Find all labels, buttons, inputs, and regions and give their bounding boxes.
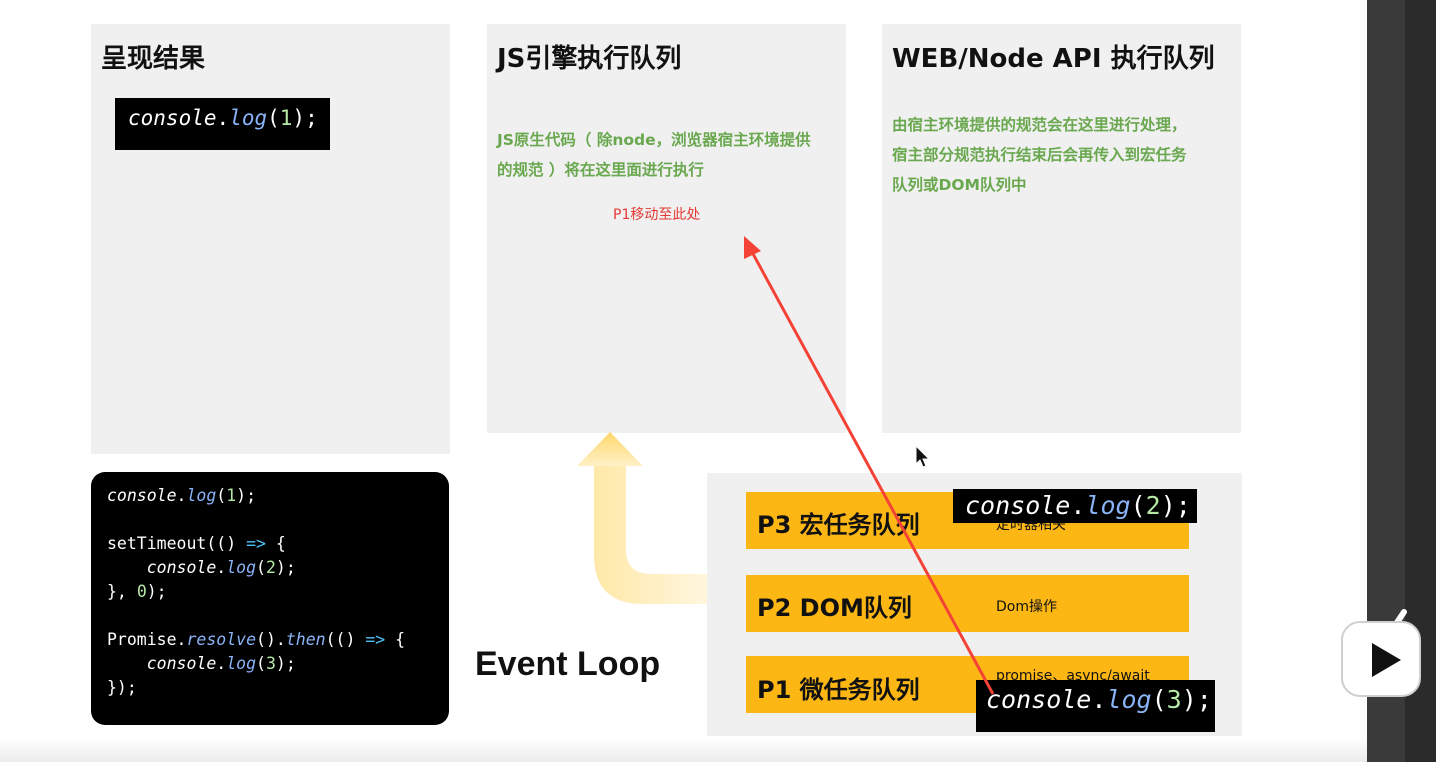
code-line: Promise.resolve().then(() => { [107,630,406,649]
p3-code-chip: console.log(2); [953,489,1197,523]
code-line: console.log(3); [146,654,296,673]
web-api-panel: WEB/Node API 执行队列 由宿主环境提供的规范会在这里进行处理， 宿主… [882,24,1241,433]
code-token: log [229,106,268,130]
code-token: Promise [107,630,177,649]
code-line: }, 0); [107,580,449,604]
code-line: console.log(2); [146,558,296,577]
queue-label: P3 宏任务队列 [757,511,920,539]
code-token: console [146,654,217,673]
event-loop-label: Event Loop [475,645,661,683]
code-token: console [146,558,217,577]
result-code-box: console.log(1); [115,98,330,150]
code-token: => [365,630,386,649]
code-token: console [107,486,177,505]
code-token: 1 [226,486,237,505]
code-token: 1 [279,106,293,130]
code-token: console [986,685,1092,714]
code-line: setTimeout(() => { [107,534,286,553]
web-api-panel-title: WEB/Node API 执行队列 [892,44,1215,74]
js-engine-desc-line1: JS原生代码（ 除node，浏览器宿主环境提供 [497,131,811,149]
js-engine-panel-title: JS引擎执行队列 [497,44,682,74]
moved-note: P1移动至此处 [613,207,701,223]
js-engine-panel: JS引擎执行队列 JS原生代码（ 除node，浏览器宿主环境提供 的规范 ）将在… [487,24,846,433]
code-line: }); [107,676,449,700]
web-api-desc-line3: 队列或DOM队列中 [892,176,1027,194]
code-token: }, [107,582,137,601]
queue-p2: P2 DOM队列 Dom操作 [746,575,1189,632]
code-token: console [965,491,1071,520]
code-token: then [285,630,326,649]
web-api-desc-line1: 由宿主环境提供的规范会在这里进行处理， [892,116,1187,134]
code-token: console [128,106,217,130]
web-api-desc-line2: 宿主部分规范执行结束后会再传入到宏任务 [892,146,1187,164]
queue-label: P2 DOM队列 [757,594,912,622]
code-token: ( [267,106,280,130]
code-token: log [226,654,257,673]
code-token: setTimeout [107,534,207,553]
code-token: log [186,486,217,505]
code-token: . [216,106,230,130]
result-panel-title: 呈现结果 [101,44,206,74]
code-token: }); [107,678,137,697]
up-arrow-icon [577,432,707,604]
code-token: ); [146,582,167,601]
code-token: 3 [1166,685,1182,714]
code-token: log [226,558,257,577]
code-token: 3 [265,654,276,673]
js-engine-desc-line2: 的规范 ）将在这里面进行执行 [497,161,704,179]
tv-icon[interactable] [1338,606,1422,698]
code-token: 2 [1145,491,1161,520]
bottom-fade [0,738,1367,762]
mouse-cursor-icon [915,445,931,468]
p1-code-chip: console.log(3); [976,680,1215,732]
code-token: => [246,534,266,553]
code-token: log [1085,491,1131,520]
code-token: 0 [136,582,147,601]
queue-label: P1 微任务队列 [757,676,920,704]
code-line: console.log(1); [107,486,257,505]
source-code-box: console.log(1); setTimeout(() => { conso… [91,472,449,725]
code-token: 2 [265,558,276,577]
code-token: ); [292,106,318,130]
result-panel: 呈现结果 [91,24,450,454]
queue-note: Dom操作 [996,599,1057,615]
code-token: log [1106,685,1152,714]
code-token: resolve [186,630,257,649]
red-arrow-icon [744,236,995,695]
